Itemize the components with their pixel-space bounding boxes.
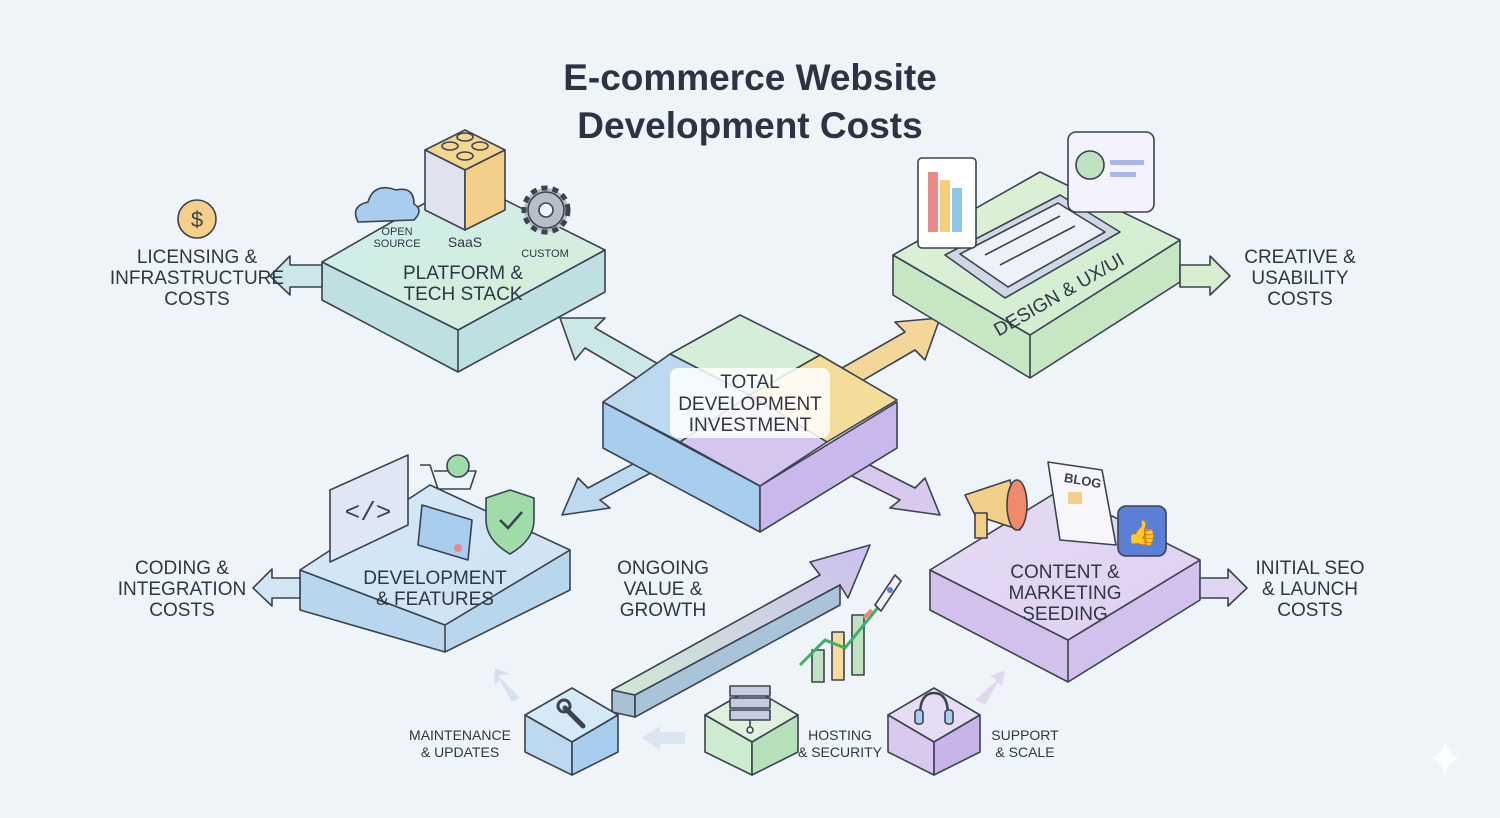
content-label-1: CONTENT &: [1010, 562, 1120, 583]
coding-cost-1: CODING &: [135, 558, 229, 579]
licensing-cost-1: LICENSING &: [137, 247, 258, 268]
blog-document-icon: BLOG: [1047, 461, 1117, 546]
megaphone-icon: [964, 479, 1028, 539]
coding-cost-3: COSTS: [149, 600, 214, 621]
development-label-1: DEVELOPMENT: [363, 568, 507, 589]
option-saas: SaaS: [448, 234, 482, 250]
credit-card-icon: [417, 504, 473, 561]
tablet-wireframe-icon: [944, 194, 1121, 299]
maintenance-label-2: & UPDATES: [421, 744, 499, 760]
arrow-hosting-to-maintenance: [642, 726, 685, 750]
content-label-2: MARKETING: [1009, 583, 1122, 604]
title-line-2: Development Costs: [577, 105, 922, 146]
arrow-to-seo: [1199, 568, 1248, 607]
blog-label: BLOG: [1063, 470, 1103, 491]
growth-chart-icon: [798, 604, 882, 683]
licensing-cost-3: COSTS: [164, 289, 229, 310]
wrench-icon: [556, 698, 586, 729]
shield-check-icon: [485, 489, 535, 555]
creative-cost-3: COSTS: [1267, 289, 1332, 310]
licensing-cost-2: INFRASTRUCTURE: [110, 268, 284, 289]
support-cube[interactable]: [887, 687, 981, 776]
headset-icon: [914, 691, 954, 725]
gear-icon: [521, 185, 571, 235]
growth-label-1: ONGOING: [617, 558, 709, 579]
center-label-3: INVESTMENT: [689, 415, 812, 436]
support-label-2: & SCALE: [995, 744, 1054, 760]
sparkle-icon: [1431, 740, 1459, 776]
server-icon: [729, 685, 771, 734]
total-investment-block[interactable]: [602, 314, 898, 533]
dollar-coin-icon: $: [177, 199, 217, 239]
hosting-label-1: HOSTING: [808, 727, 872, 743]
thumbs-up-icon: 👍: [1117, 505, 1167, 557]
seo-cost-1: INITIAL SEO: [1255, 558, 1364, 579]
coding-cost-2: INTEGRATION: [118, 579, 246, 600]
development-label-2: & FEATURES: [376, 589, 494, 610]
rocket-icon: [862, 574, 902, 620]
title-line-1: E-commerce Website: [563, 57, 937, 98]
support-label-1: SUPPORT: [991, 727, 1059, 743]
svg-text:</>: </>: [345, 498, 392, 528]
maintenance-label-1: MAINTENANCE: [409, 727, 511, 743]
creative-cost-1: CREATIVE &: [1244, 247, 1356, 268]
arrow-to-coding: [252, 568, 301, 607]
growth-label-2: VALUE &: [624, 579, 703, 600]
arrow-support-to-content: [975, 670, 1005, 705]
maintenance-cube[interactable]: [524, 687, 619, 776]
seo-cost-2: & LAUNCH: [1262, 579, 1358, 600]
cloud-icon: [354, 186, 420, 223]
arrow-maintenance-to-development: [494, 668, 520, 702]
shopping-cart-icon: [420, 454, 477, 490]
center-label-1: TOTAL: [720, 372, 779, 393]
svg-text:👍: 👍: [1127, 519, 1157, 547]
growth-label-3: GROWTH: [620, 600, 707, 621]
content-label-3: SEEDING: [1022, 604, 1108, 625]
creative-cost-2: USABILITY: [1251, 268, 1348, 289]
svg-text:$: $: [191, 207, 203, 232]
hosting-label-2: & SECURITY: [798, 744, 883, 760]
seo-cost-3: COSTS: [1277, 600, 1342, 621]
option-open-source-2: SOURCE: [373, 238, 420, 250]
arrow-to-creative: [1179, 255, 1231, 296]
user-profile-icon: [1067, 131, 1155, 213]
platform-label-2: TECH STACK: [404, 284, 523, 305]
arrow-to-design: [841, 317, 941, 386]
center-label-2: DEVELOPMENT: [678, 394, 822, 415]
growth-arrow: [611, 544, 871, 718]
arrow-to-licensing: [269, 255, 323, 296]
platform-label-1: PLATFORM &: [403, 263, 523, 284]
code-window-icon: </>: [329, 454, 409, 563]
color-palette-icon: [917, 157, 977, 249]
option-custom: CUSTOM: [521, 248, 568, 260]
lego-block-icon: [424, 129, 506, 231]
option-open-source-1: OPEN: [381, 226, 412, 238]
